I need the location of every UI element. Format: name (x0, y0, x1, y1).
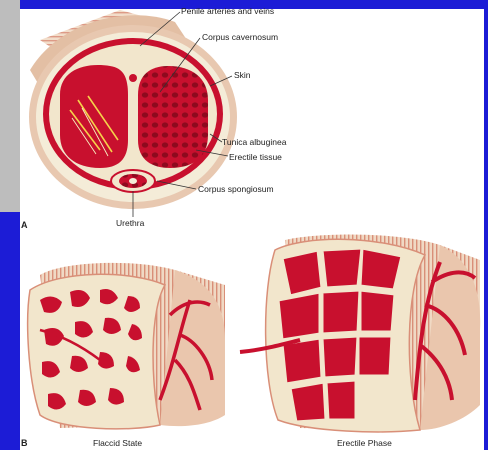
caption-erectile-phase: Erectile Phase (337, 438, 392, 448)
label-corpus-cavernosum: Corpus cavernosum (202, 32, 278, 42)
label-corpus-spongiosum: Corpus spongiosum (198, 184, 274, 194)
caption-flaccid-state: Flaccid State (93, 438, 142, 448)
label-urethra: Urethra (116, 218, 145, 228)
label-erectile-tissue: Erectile tissue (229, 152, 282, 162)
label-tunica-albuginea: Tunica albuginea (222, 137, 287, 147)
flaccid-state-drawing (28, 263, 225, 429)
label-skin: Skin (234, 70, 251, 80)
erectile-phase-drawing (240, 235, 480, 432)
label-penile-arteries-veins: Penile arteries and veins (181, 6, 274, 16)
panel-letter-a: A (21, 220, 28, 230)
panel-letter-b: B (21, 438, 28, 448)
